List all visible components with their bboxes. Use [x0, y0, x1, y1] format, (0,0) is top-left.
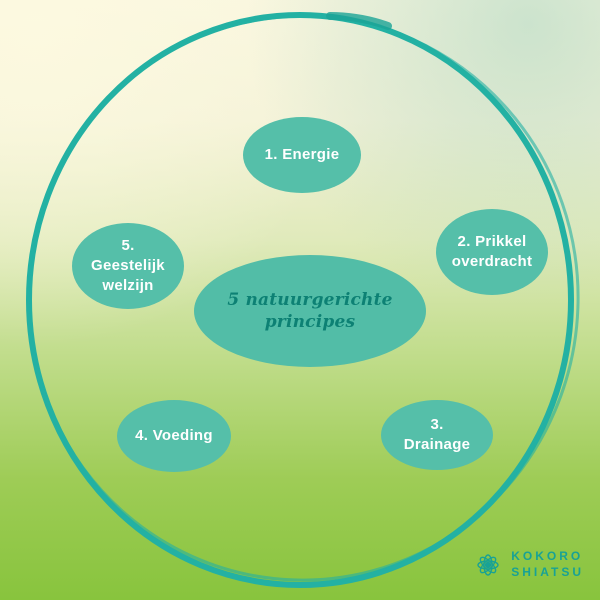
- bubble-drainage-label: 3. Drainage: [403, 415, 471, 453]
- kokoro-shiatsu-logo: KOKORO SHIATSU: [471, 548, 584, 582]
- bubble-prikkel-overdracht: 2. Prikkel overdracht: [436, 209, 548, 295]
- diagram-title: 5 natuurgerichte principes: [227, 289, 393, 332]
- logo-line-kokoro: KOKORO: [511, 549, 584, 564]
- bubble-energie-label: 1. Energie: [264, 145, 340, 163]
- logo-text: KOKORO SHIATSU: [511, 549, 584, 580]
- bubble-prikkel-overdracht-label: 2. Prikkel overdracht: [451, 232, 533, 270]
- bubble-drainage: 3. Drainage: [381, 400, 493, 470]
- bubble-voeding: 4. Voeding: [117, 400, 231, 472]
- bubble-geestelijk-welzijn-label: 5. Geestelijk welzijn: [91, 236, 165, 295]
- bubble-voeding-label: 4. Voeding: [135, 426, 213, 444]
- logo-line-shiatsu: SHIATSU: [511, 565, 584, 579]
- bubble-energie: 1. Energie: [243, 117, 361, 193]
- bubble-geestelijk-welzijn: 5. Geestelijk welzijn: [72, 223, 184, 309]
- center-ellipse: 5 natuurgerichte principes: [194, 255, 426, 367]
- lotus-flower-icon: [477, 554, 499, 576]
